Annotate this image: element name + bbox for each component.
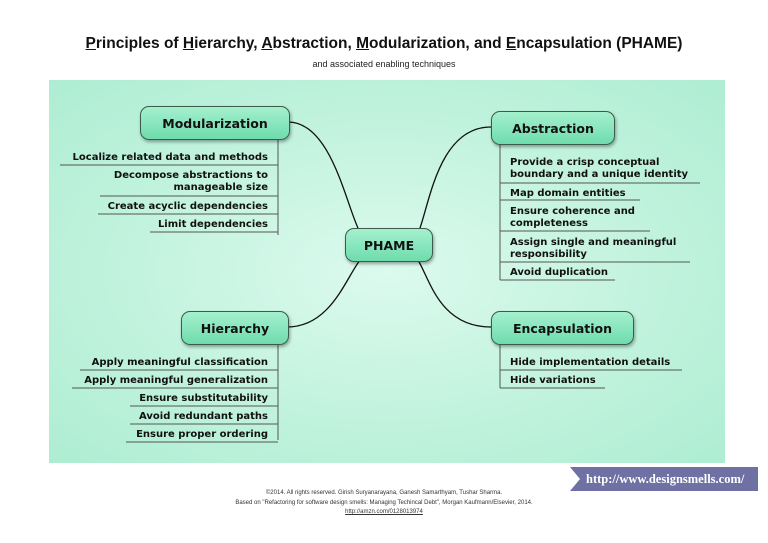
list-item: Apply meaningful classification [91,357,268,368]
title-text: bstraction, [272,35,357,52]
list-item: Limit dependencies [157,219,268,230]
list-item: Ensure proper ordering [136,429,268,440]
list-item: Localize related data and methods [72,152,268,163]
list-item: Ensure coherence and completeness [510,206,635,229]
list-item: Decompose abstractions to manageable siz… [113,170,268,193]
list-item: Hide variations [510,375,596,386]
title-text: ierarchy, [194,35,262,52]
title-initial: H [182,35,195,52]
title-text: odularization, and [368,35,506,52]
title-text: rinciples of [95,35,183,52]
node-modularization[interactable]: Modularization [140,106,290,140]
list-item: Hide implementation details [510,357,671,368]
title-initial: E [505,35,517,52]
list-item: Provide a crisp conceptual boundary and … [510,157,689,180]
page-title: Principles of Hierarchy, Abstraction, Mo… [0,35,768,53]
title-initial: M [356,35,369,52]
mindmap-panel [49,80,725,463]
footer: ©2014. All rights reserved. Girish Surya… [0,489,768,518]
node-hierarchy[interactable]: Hierarchy [181,311,289,345]
footer-reference: Based on "Refactoring for software desig… [235,499,533,506]
list-item: Apply meaningful generalization [84,375,268,386]
list-item: Create acyclic dependencies [107,201,268,212]
footer-copyright: ©2014. All rights reserved. Girish Surya… [265,490,503,496]
node-phame[interactable]: PHAME [345,228,433,262]
page-subtitle: and associated enabling techniques [312,59,456,69]
node-abstraction[interactable]: Abstraction [491,111,615,145]
title-initial: P [85,35,96,52]
title-initial: A [261,35,273,52]
list-item: Avoid duplication [510,267,609,278]
url-banner[interactable]: http://www.designsmells.com/ [570,467,758,491]
list-item: Avoid redundant paths [139,411,268,422]
list-item: Ensure substitutability [139,393,268,404]
title-text: ncapsulation (PHAME) [516,35,683,52]
list-item: Map domain entities [510,188,626,199]
footer-link[interactable]: http://amzn.com/0128013974 [345,509,423,515]
list-item: Assign single and meaningful responsibil… [510,237,677,260]
node-encapsulation[interactable]: Encapsulation [491,311,634,345]
